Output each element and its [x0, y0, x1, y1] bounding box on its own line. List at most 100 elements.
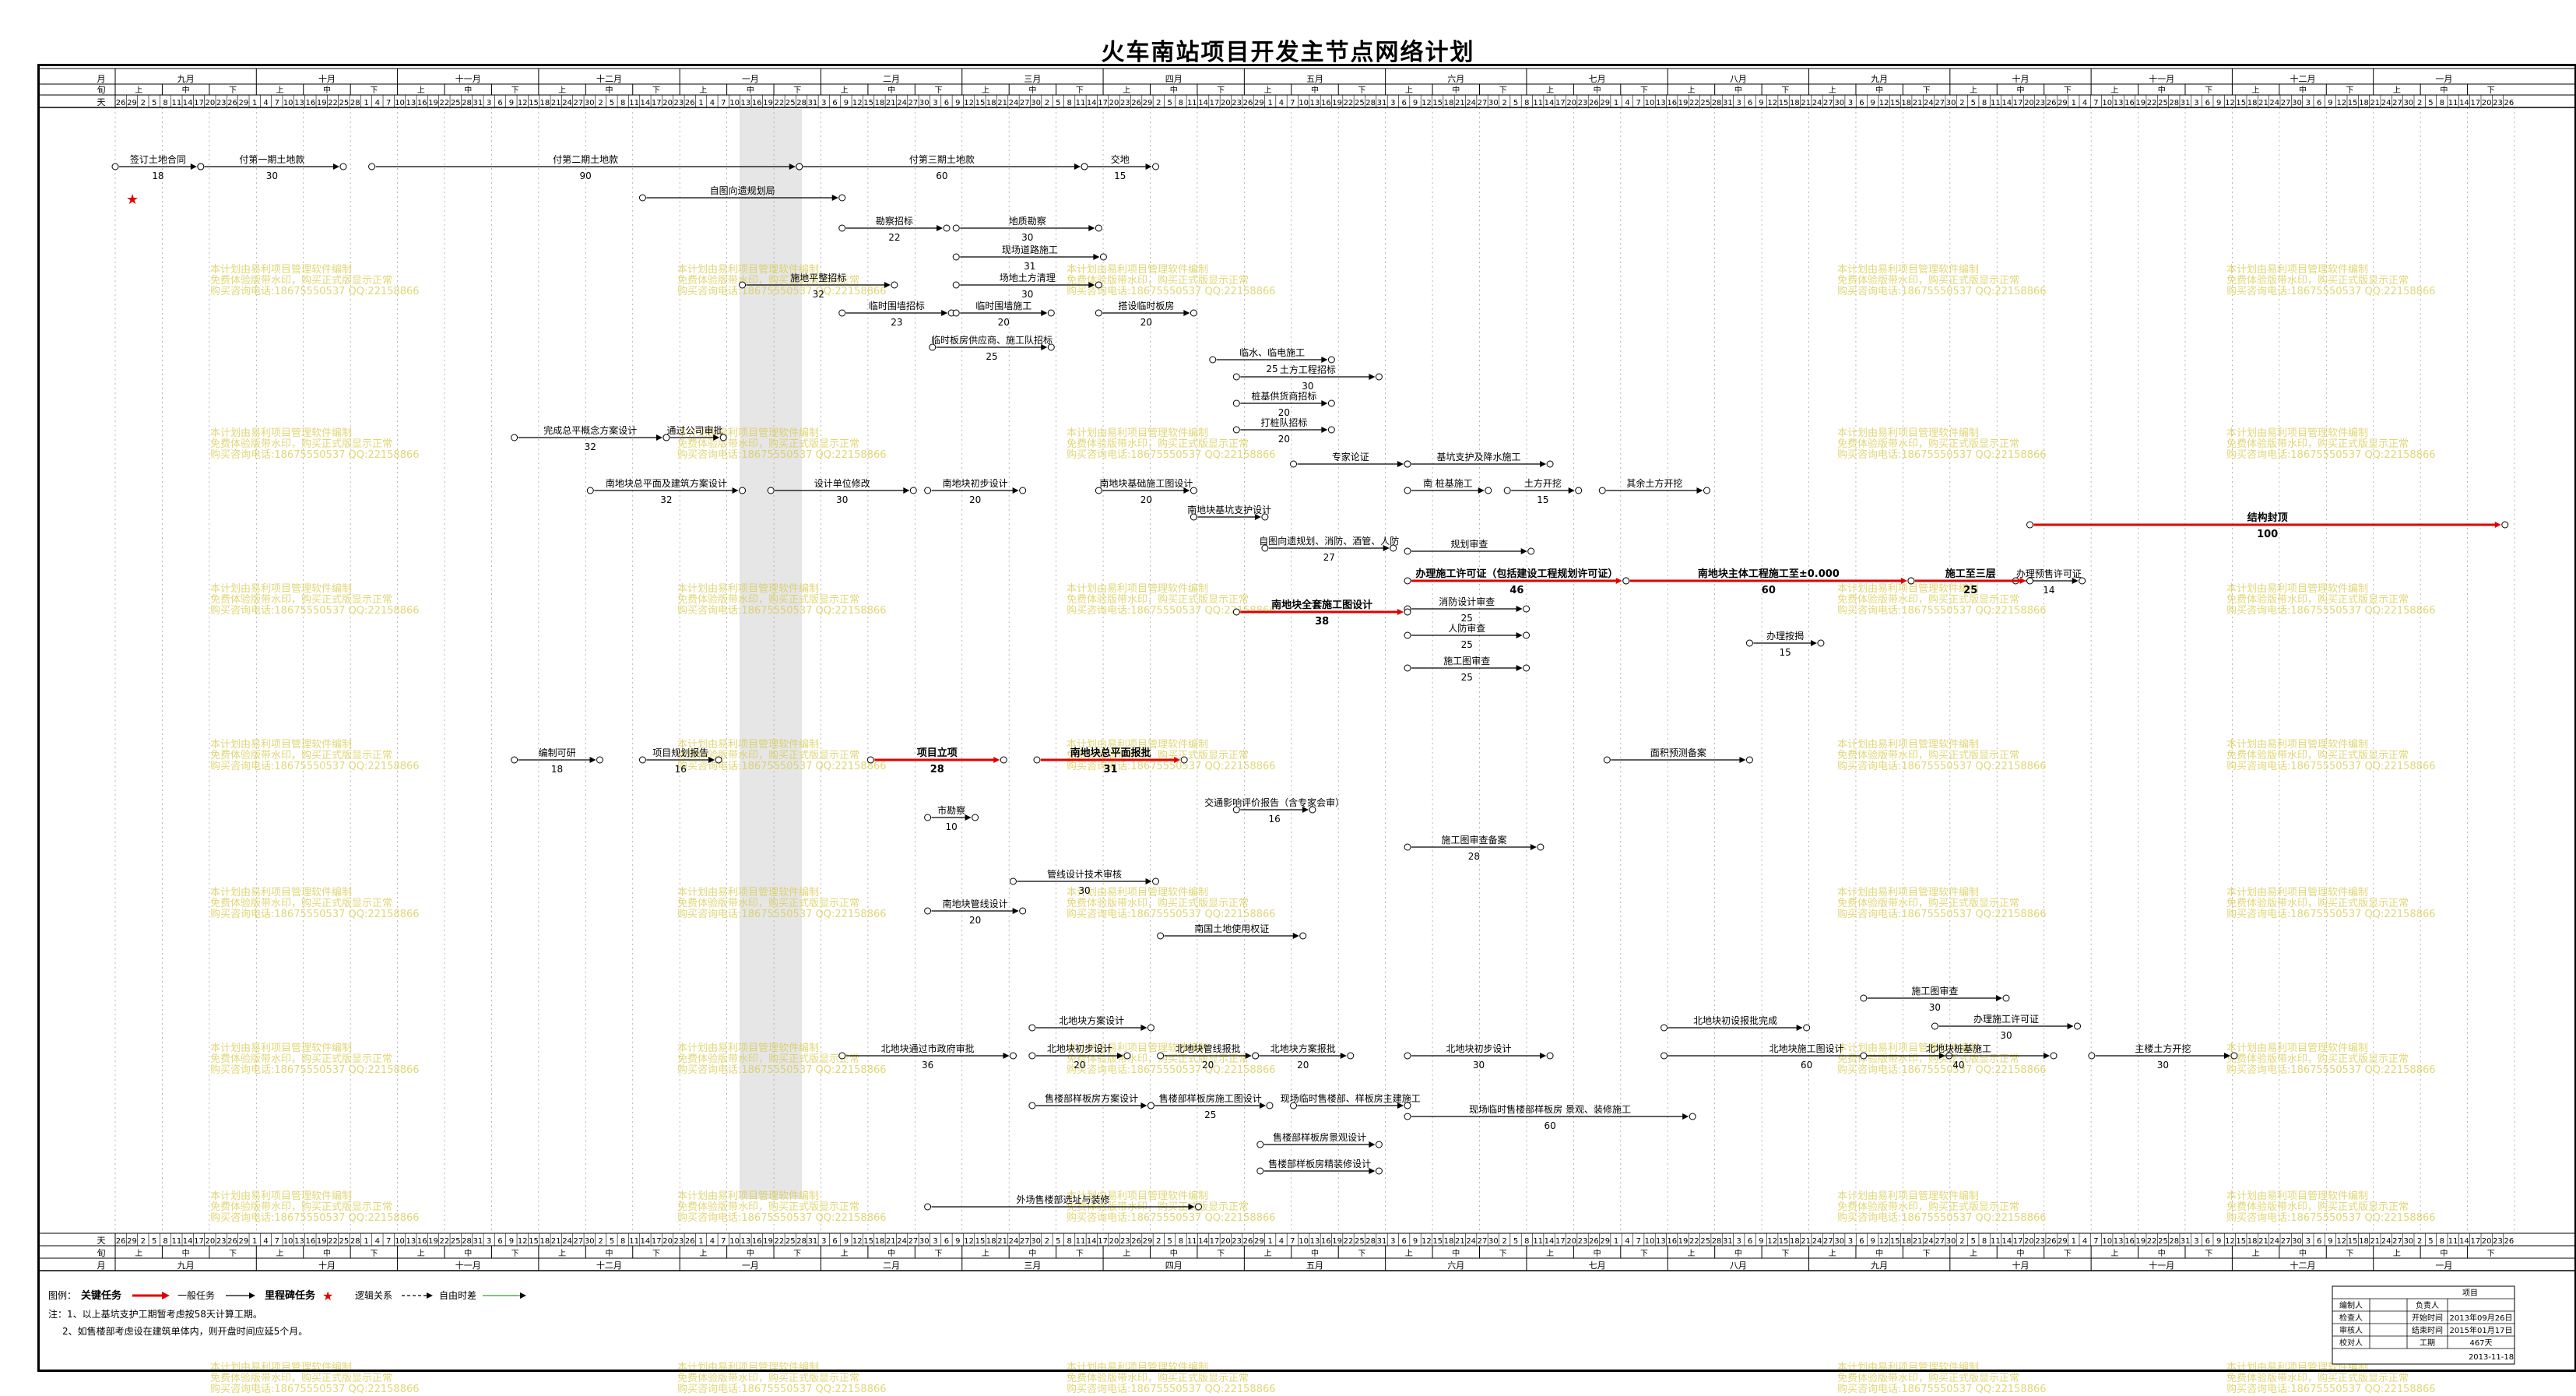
xun-label: 中: [1170, 85, 1178, 95]
day-label: 20: [1109, 99, 1119, 107]
day-label: 18: [875, 99, 885, 107]
day-label: 4: [263, 99, 268, 107]
xun-label: 下: [229, 86, 237, 95]
month-label: 六月: [1447, 74, 1464, 84]
day-label: 16: [305, 99, 315, 107]
month-label: 一月: [742, 74, 759, 84]
day-label: 17: [1098, 99, 1108, 107]
xun-label: 下: [511, 86, 519, 95]
header-row-label: 月: [97, 74, 106, 84]
xun-label: 上: [1829, 86, 1836, 95]
xun-label: 中: [1594, 85, 1601, 95]
day-label: 1: [252, 99, 257, 107]
day-label: 28: [462, 99, 472, 107]
day-label: 26: [1131, 99, 1141, 107]
day-label: 22: [328, 99, 338, 107]
day-label: 9: [509, 99, 514, 107]
day-label: 25: [451, 99, 461, 107]
day-label: 24: [1009, 99, 1019, 107]
xun-label: 下: [652, 86, 660, 95]
xun-label: 中: [1311, 85, 1319, 95]
month-label: 十二月: [596, 73, 622, 84]
day-label: 25: [785, 99, 796, 107]
xun-label: 下: [1076, 86, 1084, 95]
xun-label: 下: [1781, 86, 1789, 95]
day-label: 2: [598, 99, 603, 107]
day-label: 29: [1143, 99, 1153, 107]
day-label: 13: [741, 99, 751, 107]
day-label: 9: [955, 99, 960, 107]
day-label: 26: [227, 99, 237, 107]
xun-label: 中: [323, 85, 331, 95]
chart-frame: [37, 64, 2576, 1372]
day-label: 3: [487, 99, 491, 107]
day-label: 21: [551, 99, 561, 107]
day-label: 10: [283, 99, 293, 107]
day-label: 18: [540, 99, 550, 107]
xun-label: 中: [747, 85, 754, 95]
xun-label: 中: [464, 85, 472, 95]
xun-label: 下: [370, 86, 378, 95]
xun-label: 上: [276, 86, 284, 95]
xun-label: 上: [1123, 86, 1130, 95]
day-label: 12: [964, 99, 974, 107]
xun-label: 中: [1452, 85, 1460, 95]
day-label: 18: [986, 99, 996, 107]
day-label: 20: [662, 99, 673, 107]
xun-label: 上: [2252, 86, 2260, 95]
day-label: 5: [1056, 99, 1060, 107]
day-label: 8: [620, 99, 625, 107]
day-label: 17: [652, 99, 662, 107]
watermark-text: 免费体验版带水印，购买正式版显示正常: [210, 1372, 392, 1384]
watermark-text: 购买咨询电话:18675550537 QQ:22158866: [1067, 1383, 1276, 1395]
month-label: 十二月: [2290, 73, 2316, 84]
shaded-period: [740, 109, 802, 1199]
day-label: 5: [152, 99, 156, 107]
day-label: 7: [275, 99, 279, 107]
day-label: 16: [417, 99, 427, 107]
day-label: 6: [944, 99, 949, 107]
day-label: 8: [1067, 99, 1071, 107]
header-row-label: 天: [97, 97, 106, 107]
xun-label: 上: [841, 86, 849, 95]
header-row-label: 旬: [97, 85, 106, 95]
day-label: 21: [886, 99, 896, 107]
watermark-text: 购买咨询电话:18675550537 QQ:22158866: [210, 1383, 420, 1395]
xun-label: 中: [606, 85, 613, 95]
day-label: 12: [852, 99, 863, 107]
month-label: 十月: [2012, 73, 2029, 84]
watermark-text: 购买咨询电话:18675550537 QQ:22158866: [677, 1383, 887, 1395]
xun-label: 中: [887, 85, 895, 95]
day-label: 23: [1120, 99, 1130, 107]
xun-label: 中: [2299, 85, 2307, 95]
day-label: 6: [497, 99, 502, 107]
day-label: 31: [473, 99, 483, 107]
xun-label: 下: [1217, 86, 1225, 95]
month-label: 四月: [1165, 74, 1183, 84]
day-label: 22: [440, 99, 450, 107]
day-label: 12: [518, 99, 528, 107]
day-label: 13: [406, 99, 416, 107]
day-label: 13: [294, 99, 304, 107]
xun-label: 下: [2487, 86, 2495, 95]
month-label: 五月: [1306, 74, 1323, 84]
day-label: 15: [529, 99, 539, 107]
day-label: 26: [685, 99, 695, 107]
xun-label: 下: [1640, 86, 1648, 95]
day-label: 16: [752, 99, 762, 107]
day-label: 20: [205, 99, 215, 107]
page-title: 火车南站项目开发主节点网络计划: [1101, 39, 1475, 66]
month-label: 三月: [1024, 74, 1041, 84]
day-label: 21: [997, 99, 1007, 107]
day-label: 3: [933, 99, 937, 107]
day-label: 10: [729, 99, 740, 107]
day-label: 30: [1031, 99, 1041, 107]
xun-label: 上: [1687, 86, 1695, 95]
day-label: 14: [641, 99, 651, 107]
watermark-text: 免费体验版带水印，购买正式版显示正常: [1837, 1372, 2019, 1384]
day-label: 23: [216, 99, 227, 107]
day-label: 27: [908, 99, 919, 107]
xun-label: 上: [1970, 86, 1977, 95]
day-label: 4: [710, 99, 715, 107]
